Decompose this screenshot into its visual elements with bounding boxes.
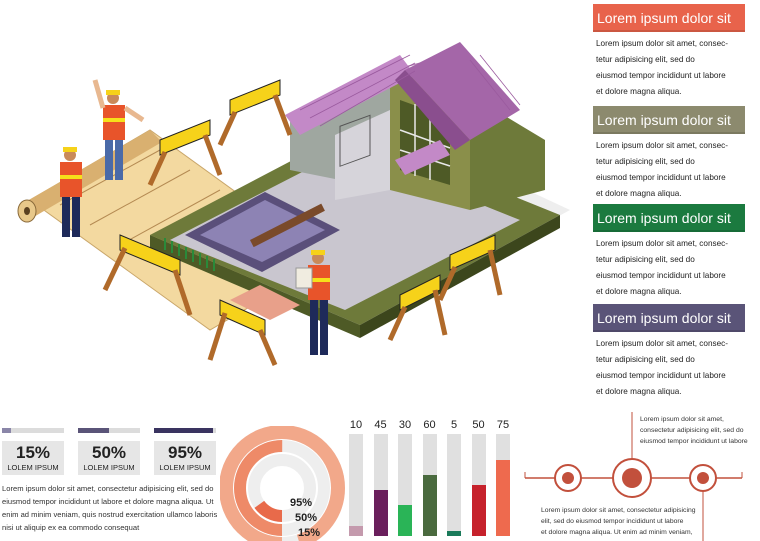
worker-icons — [60, 79, 330, 355]
stat-block-3: 95% LOLEM IPSUM — [154, 428, 216, 475]
stat-label-3: LOLEM IPSUM — [159, 463, 211, 472]
stat-value-1: 15% — [15, 443, 51, 462]
house-icon — [285, 42, 545, 210]
bar-fill — [471, 485, 486, 536]
bar-value-label: 75 — [496, 419, 510, 431]
stat-block-1: 15% LOLEM IPSUM — [2, 428, 64, 475]
stat-progress-2 — [78, 428, 140, 433]
info-card-3: Lorem ipsum dolor sit Lorem ipsum dolor … — [593, 204, 745, 300]
stats-paragraph: Lorem ipsum dolor sit amet, consectetur … — [2, 484, 218, 532]
bar-fill — [373, 490, 388, 536]
ring-label-3: 15% — [298, 527, 321, 539]
card-text-2: Lorem ipsum dolor sit amet, consec- tetu… — [596, 141, 728, 198]
info-card-1: Lorem ipsum dolor sit Lorem ipsum dolor … — [593, 4, 745, 100]
bar-fill — [349, 525, 363, 536]
card-text-1: Lorem ipsum dolor sit amet, consec- tetu… — [596, 39, 728, 96]
card-title-1: Lorem ipsum dolor sit — [593, 4, 745, 32]
ring-label-1: 95% — [290, 497, 313, 509]
bar-value-label: 60 — [423, 419, 436, 431]
stat-value-2: 50% — [91, 443, 127, 462]
timeline-node-3 — [689, 464, 717, 492]
bar-track — [496, 434, 510, 536]
timeline-diagram — [524, 412, 743, 541]
ring-arc-3 — [248, 454, 316, 522]
bar-value-label: 10 — [349, 419, 363, 431]
timeline-top-text: Lorem ipsum dolor sit amet, consectetur … — [640, 416, 748, 445]
card-title-3: Lorem ipsum dolor sit — [593, 204, 745, 232]
bar-track — [373, 434, 388, 536]
bar-track — [398, 434, 412, 536]
bar-value-label: 30 — [398, 419, 412, 431]
bar-value-label: 45 — [374, 419, 387, 431]
barrier-icons — [102, 79, 503, 366]
timeline-node-2 — [612, 458, 652, 498]
timeline-node-1 — [554, 464, 582, 492]
stat-progress-3 — [154, 428, 216, 433]
bar-fill — [496, 459, 510, 536]
bar-fill — [398, 505, 412, 536]
ring-arc-2 — [234, 440, 330, 536]
bar-track — [422, 434, 437, 536]
ring-chart — [220, 426, 345, 541]
construction-illustration — [17, 42, 570, 366]
bar-fill — [447, 530, 461, 536]
bar-value-label: 5 — [450, 419, 458, 431]
bar-track — [471, 434, 486, 536]
timeline-bottom-text: Lorem ipsum dolor sit amet, consectetur … — [541, 507, 696, 536]
card-title-4: Lorem ipsum dolor sit — [593, 304, 745, 332]
bar-value-label: 50 — [472, 419, 485, 431]
stat-progress-1 — [2, 428, 64, 433]
card-title-2: Lorem ipsum dolor sit — [593, 106, 745, 134]
info-card-4: Lorem ipsum dolor sit Lorem ipsum dolor … — [593, 304, 745, 400]
info-card-2: Lorem ipsum dolor sit Lorem ipsum dolor … — [593, 106, 745, 202]
bar-track — [447, 434, 461, 536]
card-text-4: Lorem ipsum dolor sit amet, consec- tetu… — [596, 339, 728, 396]
stat-block-2: 50% LOLEM IPSUM — [78, 428, 140, 475]
ring-label-2: 50% — [295, 512, 318, 524]
bar-track — [349, 434, 363, 536]
card-text-3: Lorem ipsum dolor sit amet, consec- tetu… — [596, 239, 728, 296]
bar-fill — [422, 474, 437, 536]
stat-label-2: LOLEM IPSUM — [83, 463, 135, 472]
stat-value-3: 95% — [167, 443, 203, 462]
ring-arc-1 — [220, 426, 345, 541]
stat-label-1: LOLEM IPSUM — [7, 463, 59, 472]
